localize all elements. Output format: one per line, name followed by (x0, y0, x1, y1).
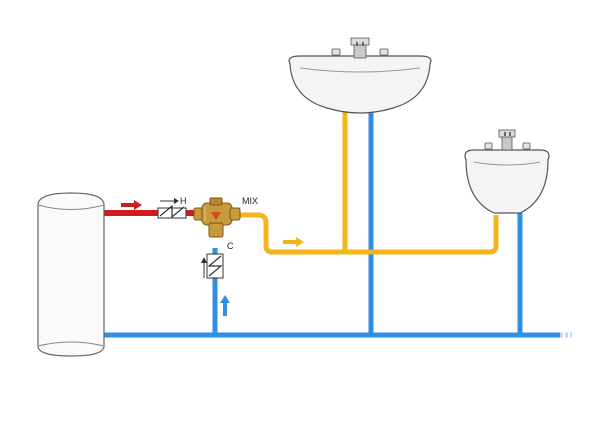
cold-check-arrow-head (201, 257, 207, 263)
mixing-valve-top-cap (209, 197, 223, 206)
tank-body (37, 192, 105, 357)
tank-bottom-seam (37, 341, 105, 347)
small-sink-bowl (464, 149, 550, 214)
cold-check-valve (201, 253, 224, 279)
small-sink-hot-handle (484, 142, 493, 150)
cold-flow-arrow (220, 295, 230, 316)
mixed-flow-arrow (283, 237, 304, 247)
washbasin-tap-icon (350, 37, 370, 59)
hot-label: H (180, 196, 187, 206)
mixing-valve (193, 197, 241, 238)
washbasin-bowl (288, 55, 432, 114)
hot-check-valve-flap (159, 204, 185, 219)
cold-check-valve-flap (207, 255, 223, 277)
hot-check-valve (157, 204, 187, 219)
hot-flow-arrow (121, 200, 142, 210)
mixing-valve-right-port (229, 207, 241, 221)
tank-top-seam (37, 204, 105, 210)
cold-water-pipes (104, 110, 572, 338)
small-sink-basin-edge (473, 161, 541, 166)
cold-label: C (227, 241, 234, 251)
small-sink (464, 129, 550, 214)
washbasin-cold-handle (379, 48, 389, 56)
hot-water-tank (37, 192, 105, 357)
small-sink-tap-icon (498, 129, 516, 151)
hot-label-arrow-head (174, 198, 179, 204)
washbasin-hot-handle (331, 48, 341, 56)
mixed-water-pipes (238, 110, 499, 255)
small-sink-cold-handle (522, 142, 531, 150)
hot-label-group: H (160, 196, 187, 206)
washbasin-basin-edge (299, 67, 421, 73)
mixing-valve-bottom-port (208, 222, 224, 238)
mixing-valve-temp-triangle (211, 212, 221, 220)
mixed-pipe-main (238, 212, 499, 255)
washbasin (288, 37, 432, 114)
mix-label: MIX (242, 196, 258, 206)
